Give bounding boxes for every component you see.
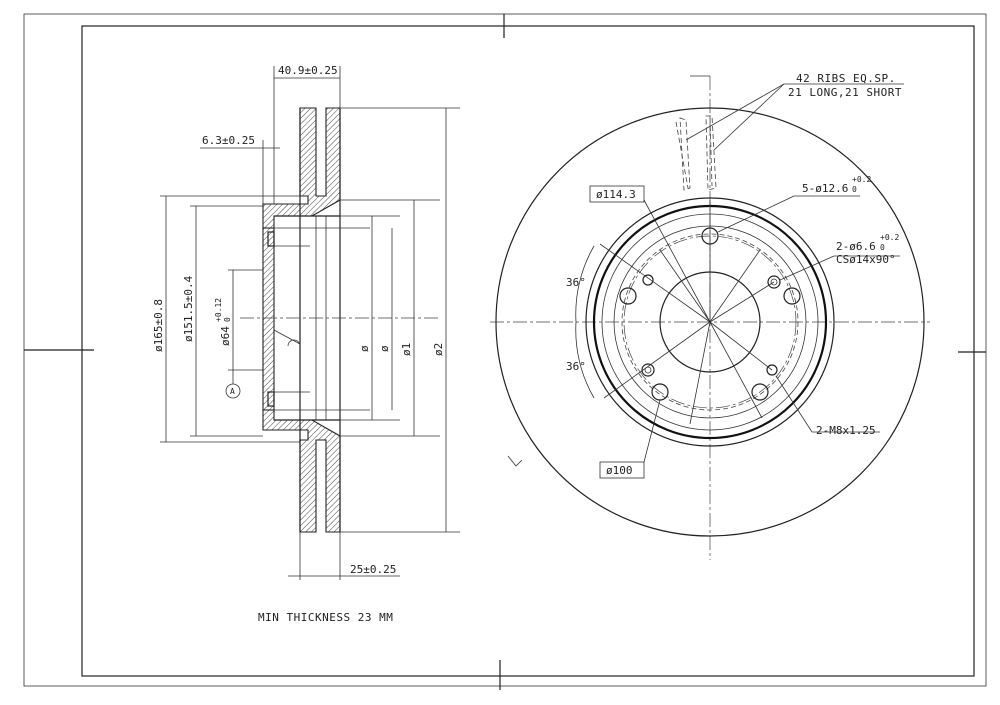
datum-label: A xyxy=(230,387,235,396)
ribs-label-line1: 42 RIBS EQ.SP. xyxy=(796,72,896,85)
countersink-hole xyxy=(767,275,781,289)
countersink-hole xyxy=(641,363,655,377)
pcd-label: ø114.3 xyxy=(596,188,636,201)
section-flange-bottom xyxy=(262,409,341,533)
dim-bore: ø64 xyxy=(219,326,232,346)
dim-disc-thickness: 25±0.25 xyxy=(350,563,396,576)
section-view: A 40.9±0.25 6.3±0.25 25±0.25 ø165±0.8 ø1… xyxy=(152,64,460,580)
disc-outer xyxy=(495,107,925,537)
holes-tol-upper: +0.2 xyxy=(852,175,871,184)
dim-hat-od: ø165±0.8 xyxy=(152,299,165,352)
inner-pcd-label: ø100 xyxy=(606,464,633,477)
threaded-hole xyxy=(766,364,778,376)
section-flange-top xyxy=(262,107,341,229)
small-holes-tol-upper: +0.2 xyxy=(880,233,899,242)
dim-bore-tol-lower: 0 xyxy=(223,317,232,322)
countersink-label: CSø14x90° xyxy=(836,253,896,266)
dim-hat-thickness: 6.3±0.25 xyxy=(202,134,255,147)
dim-total-width: 40.9±0.25 xyxy=(278,64,338,77)
rib-long xyxy=(679,117,691,191)
hat-wall xyxy=(262,227,275,411)
small-holes-label: 2-ø6.6 xyxy=(836,240,876,253)
wheel-hole xyxy=(751,383,769,401)
dim-inner-1: ø xyxy=(358,345,371,352)
holes-label: 5-ø12.6 xyxy=(802,182,848,195)
dim-inner-3: ø1 xyxy=(400,343,413,356)
dim-inner-2: ø xyxy=(378,345,391,352)
ribs-label-line2: 21 LONG,21 SHORT xyxy=(788,86,902,99)
angle-top: 36° xyxy=(566,276,586,289)
holes-tol-lower: 0 xyxy=(852,185,857,194)
threaded-hole xyxy=(642,274,654,286)
wheel-hole xyxy=(783,287,801,305)
drawing-frame xyxy=(23,13,987,690)
rib-short xyxy=(705,115,717,191)
datum-symbol xyxy=(225,383,241,399)
min-thickness-note: MIN THICKNESS 23 MM xyxy=(258,611,393,624)
wheel-hole xyxy=(619,287,637,305)
front-view: 42 RIBS EQ.SP. 21 LONG,21 SHORT ø114.3 5… xyxy=(490,72,930,560)
dim-outer: ø2 xyxy=(432,343,445,356)
thread-label: 2-M8x1.25 xyxy=(816,424,876,437)
dim-bore-tol-upper: +0.12 xyxy=(214,298,223,322)
angle-bottom: 36° xyxy=(566,360,586,373)
small-holes-tol-lower: 0 xyxy=(880,243,885,252)
dim-hub-od: ø151.5±0.4 xyxy=(182,275,195,342)
